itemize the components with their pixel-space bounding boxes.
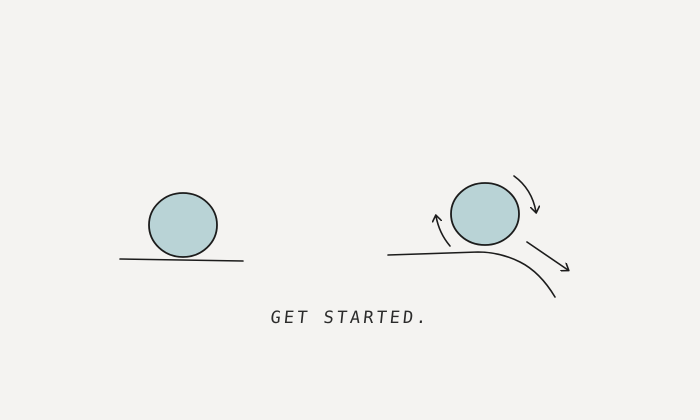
scene-ball-at-rest	[119, 192, 244, 262]
get-started-caption: GET STARTED.	[269, 308, 431, 328]
flat-ground-line	[119, 258, 244, 262]
arrow-rotate-down-icon	[513, 175, 536, 212]
resting-ball	[148, 192, 218, 258]
rolling-ball	[450, 182, 520, 246]
arrow-up-curved-icon	[436, 216, 451, 247]
arrow-downhill-icon	[526, 241, 568, 270]
slope-ground-line	[387, 251, 556, 298]
scene-ball-rolling	[387, 175, 568, 298]
